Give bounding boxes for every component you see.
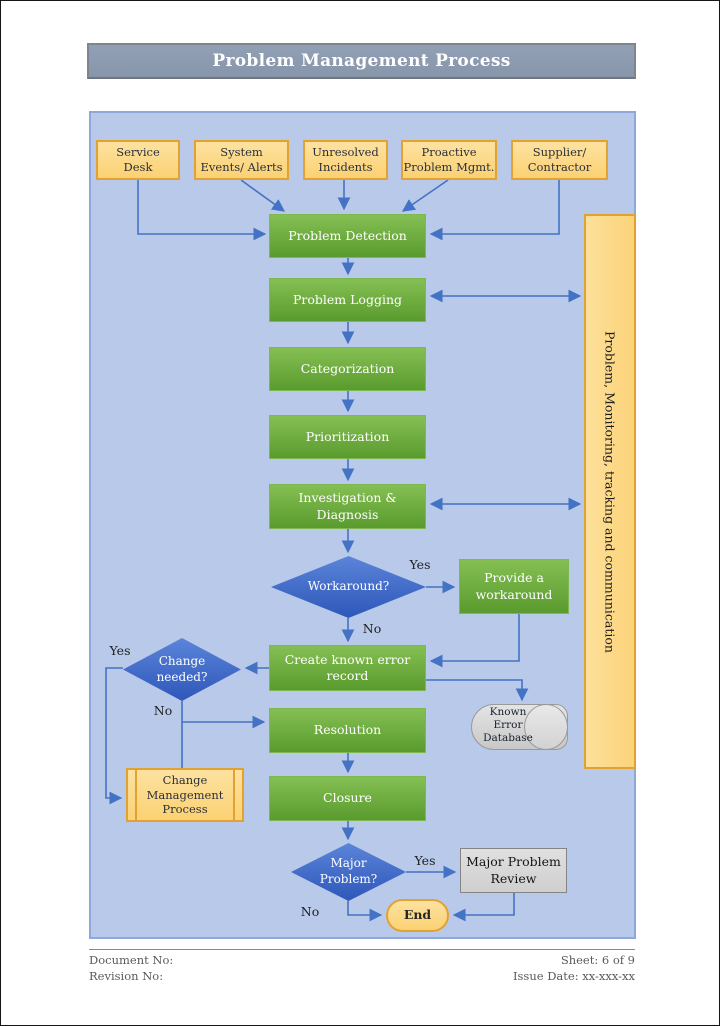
subprocess-change-management-label: Change Management Process <box>146 772 224 817</box>
step-resolution: Resolution <box>269 708 426 753</box>
label-major-problem-yes: Yes <box>414 853 436 868</box>
source-unresolved-incidents: Unresolved Incidents <box>303 140 388 180</box>
label-change-needed-yes: Yes <box>109 643 131 658</box>
page-title: Problem Management Process <box>87 43 636 79</box>
footer-sheet: Sheet: 6 of 9 <box>560 953 635 967</box>
step-problem-detection: Problem Detection <box>269 214 426 258</box>
label-change-needed-no: No <box>153 703 173 718</box>
footer-revision-no: Revision No: <box>89 969 164 983</box>
step-major-problem-review: Major Problem Review <box>460 848 567 893</box>
step-investigation-diagnosis: Investigation & Diagnosis <box>269 484 426 529</box>
label-major-problem-no: No <box>300 904 320 919</box>
terminator-end: End <box>386 899 449 932</box>
subprocess-change-management: Change Management Process <box>126 768 244 822</box>
step-create-known-error-record: Create known error record <box>269 645 426 691</box>
known-error-database-label: Known Error Database <box>483 706 533 744</box>
step-problem-logging: Problem Logging <box>269 278 426 322</box>
source-system-events: System Events/ Alerts <box>194 140 289 180</box>
footer-divider <box>89 949 635 950</box>
sidebar-monitoring-band: Problem, Monitoring, tracking and commun… <box>584 214 636 769</box>
step-prioritization: Prioritization <box>269 415 426 459</box>
label-workaround-no: No <box>362 621 382 636</box>
step-closure: Closure <box>269 776 426 821</box>
step-categorization: Categorization <box>269 347 426 391</box>
source-supplier-contractor: Supplier/ Contractor <box>511 140 608 180</box>
step-provide-workaround: Provide a workaround <box>459 559 569 614</box>
database-cylinder-cap <box>524 704 568 750</box>
footer-issue-date: Issue Date: xx-xxx-xx <box>512 969 635 983</box>
source-service-desk: Service Desk <box>96 140 180 180</box>
source-proactive-problem-mgmt: Proactive Problem Mgmt. <box>401 140 497 180</box>
footer-document-no: Document No: <box>89 953 174 967</box>
label-workaround-yes: Yes <box>409 557 431 572</box>
